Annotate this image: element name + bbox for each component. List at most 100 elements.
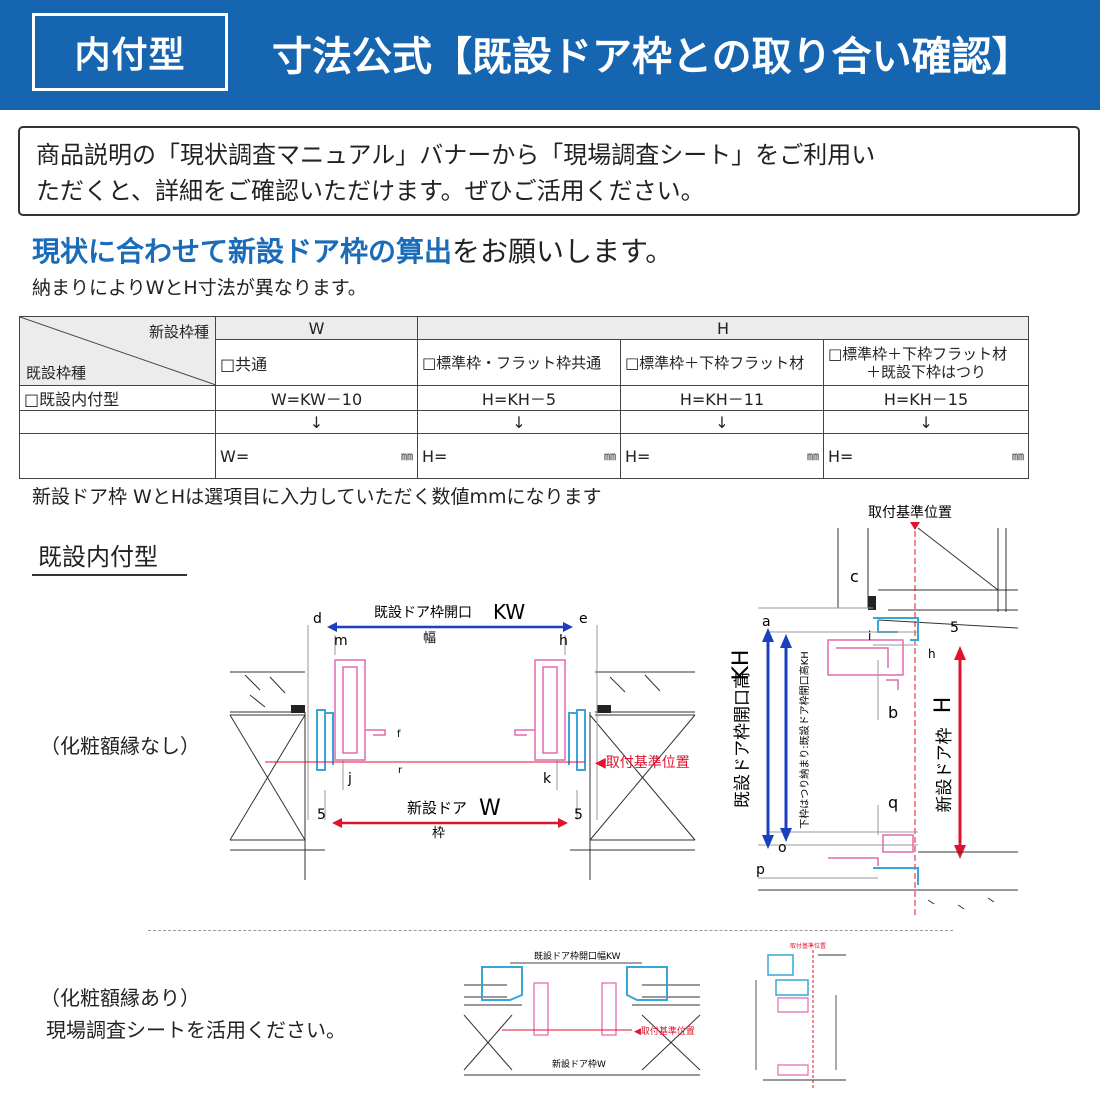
dim-e: e xyxy=(579,611,588,627)
subheader-line-1: □標準枠＋下枠フラット材 xyxy=(828,344,1008,363)
formula-h-2: H=KH－11 xyxy=(620,385,824,411)
input-h-2: H= ㎜ xyxy=(620,433,824,479)
formula-table: 新設枠種 既設枠種 W H □共通 □標準枠・フラット枠共通 □標準枠＋下枠フラ… xyxy=(19,315,1030,479)
input-h-label: H= xyxy=(625,446,651,466)
small-plan-diagram: 既設ドア枠開口幅KW ◀取付基準位置 新設ドア枠W xyxy=(463,950,701,1076)
arrow-row-label xyxy=(19,410,216,434)
w-arrow-right xyxy=(558,818,568,828)
dim-h: h xyxy=(559,633,568,649)
small-new-frames xyxy=(777,997,809,1076)
kh-arrow-bottom xyxy=(762,835,774,849)
notice-line-2: ただくと、詳細をご確認いただけます。ぜひご活用ください。 xyxy=(36,177,705,205)
corner-bottom-label: 既設枠種 xyxy=(26,364,87,382)
input-w-label: W= xyxy=(220,446,250,466)
dim-b: b xyxy=(888,703,898,722)
small-w-label: 新設ドア枠W xyxy=(552,1058,606,1070)
new-frame-right xyxy=(514,659,566,761)
small-head-frame xyxy=(767,954,809,996)
dim-f: f xyxy=(397,729,401,740)
small-section-diagram: 取付基準位置 xyxy=(755,942,846,1088)
formula-w: W=KW－10 xyxy=(215,385,418,411)
top-gasket xyxy=(868,596,876,610)
kw-symbol: KW xyxy=(493,600,525,624)
row-label: □既設内付型 xyxy=(19,385,216,411)
type-badge: 内付型 xyxy=(32,13,228,91)
arrow-h-2: ↓ xyxy=(620,410,824,434)
arrow-h-1: ↓ xyxy=(417,410,621,434)
existing-frame-left xyxy=(316,709,334,771)
dim-5-right: 5 xyxy=(574,807,583,823)
lead-highlight: 現状に合わせて新設ドア枠の算出 xyxy=(32,235,453,268)
formula-h-1: H=KH－5 xyxy=(417,385,621,411)
small-kw-label: 既設ドア枠開口幅KW xyxy=(534,950,621,962)
existing-frame-right xyxy=(568,709,586,771)
kh-alt-arrow-bottom xyxy=(780,828,792,842)
page-title: 寸法公式【既設ドア枠との取り合い確認】 xyxy=(272,34,1032,80)
floor xyxy=(758,851,1018,910)
col-w-header: W xyxy=(215,315,418,341)
table-corner: 新設枠種 既設枠種 xyxy=(19,316,216,386)
small-walls xyxy=(463,984,701,1076)
gasket-right xyxy=(597,705,611,713)
w-sub: 枠 xyxy=(432,826,445,841)
dim-k: k xyxy=(543,771,552,787)
ref-marker xyxy=(910,522,920,530)
header-bar: 内付型 寸法公式【既設ドア枠との取り合い確認】 xyxy=(0,0,1100,110)
dim-r: r xyxy=(398,765,403,776)
subheader-line-2: ＋既設下枠はつり xyxy=(866,362,987,381)
dimension-guides xyxy=(307,625,598,820)
kw-label: 既設ドア枠開口 xyxy=(374,605,472,621)
kw-sub: 幅 xyxy=(423,631,436,646)
small-new-frame xyxy=(533,982,617,1036)
dim-c: c xyxy=(850,567,859,586)
divider xyxy=(148,930,953,931)
h-symbol: H xyxy=(931,697,956,714)
dim-o: o xyxy=(778,840,787,856)
unit-mm: ㎜ xyxy=(806,448,819,463)
new-head-frame xyxy=(827,639,904,690)
input-w: W= ㎜ xyxy=(215,433,418,479)
subtext: 納まりによりWとH寸法が異なります。 xyxy=(32,277,367,299)
kh-sub-label: 下枠はつり納まり:既設ドア枠開口高KH xyxy=(798,651,811,828)
kh-alt-arrow-top xyxy=(780,634,792,648)
section-underline xyxy=(32,574,187,576)
gasket-left xyxy=(291,705,305,713)
subheader-common: □共通 xyxy=(215,339,418,386)
wall-left xyxy=(229,671,325,880)
small-ref-label: ◀取付基準位置 xyxy=(634,1025,695,1037)
ref-position-label: ◀取付基準位置 xyxy=(595,754,690,771)
arrow-h-3: ↓ xyxy=(822,410,1030,434)
label-no-frame: （化粧額縁なし） xyxy=(40,734,200,758)
input-h-1: H=㎜ xyxy=(417,433,621,479)
small-ref-top-label: 取付基準位置 xyxy=(790,942,826,950)
col-h-header: H xyxy=(416,315,1030,341)
dim-a: a xyxy=(762,614,771,630)
small-casing-frame xyxy=(481,966,668,1001)
kh-symbol: KH xyxy=(729,650,754,681)
w-symbol: W xyxy=(479,796,501,821)
input-h-label: H= xyxy=(828,446,854,466)
w-label: 新設ドア xyxy=(407,799,467,817)
dim-q: q xyxy=(888,793,898,812)
notice-line-1: 商品説明の「現状調査マニュアル」バナーから「現場調査シート」をご利用い xyxy=(36,141,876,169)
dim-h-section: h xyxy=(928,647,936,661)
section-dimension-guides xyxy=(758,607,918,879)
lead-text: 現状に合わせて新設ドア枠の算出をお願いします。 xyxy=(32,230,673,270)
dim-p: p xyxy=(756,862,765,878)
w-arrow-left xyxy=(332,818,342,828)
corner-top-label: 新設枠種 xyxy=(148,323,209,341)
unit-mm: ㎜ xyxy=(400,448,413,463)
unit-mm: ㎜ xyxy=(603,448,616,463)
dim-d: d xyxy=(313,611,322,627)
new-sill-frame xyxy=(828,834,914,866)
formula-h-3: H=KH－15 xyxy=(822,385,1030,411)
subheader-standard-lower-flat-chipped: □標準枠＋下枠フラット材 ＋既設下枠はつり xyxy=(822,339,1030,386)
input-row-label xyxy=(19,433,216,479)
arrow-w: ↓ xyxy=(215,410,418,434)
kw-arrow-left xyxy=(327,622,337,632)
dim-i: i xyxy=(868,629,871,643)
dim-j: j xyxy=(347,771,352,787)
label-with-frame-sub: 現場調査シートを活用ください。 xyxy=(46,1018,346,1042)
kw-arrow-right xyxy=(563,622,573,632)
notice-box: 商品説明の「現状調査マニュアル」バナーから「現場調査シート」をご利用い ただくと… xyxy=(18,126,1080,216)
